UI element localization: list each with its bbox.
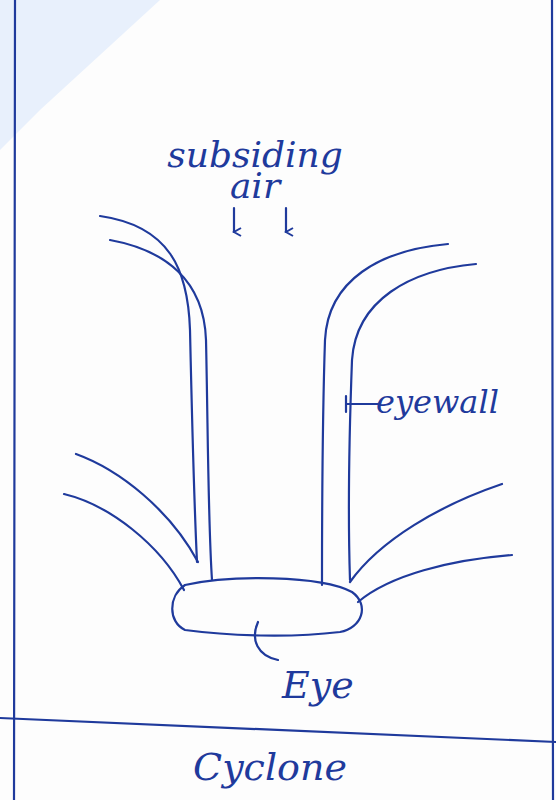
flow-label: subsiding air	[150, 140, 360, 201]
watermark	[0, 0, 160, 150]
eyewall-line	[110, 240, 212, 580]
part-label: eyewall	[376, 386, 556, 418]
inflow-line	[64, 494, 184, 590]
caption: Cyclone	[130, 748, 410, 786]
subsiding-arrow	[233, 208, 235, 232]
eye-leader	[255, 622, 278, 660]
eye-ellipse	[172, 578, 362, 635]
frame-left	[14, 0, 15, 800]
eyewall-line	[349, 264, 476, 580]
inflow-line	[76, 454, 198, 562]
inflow-line	[350, 484, 502, 582]
inflow-line	[358, 555, 512, 602]
eyewall-line	[100, 216, 197, 562]
subsiding-arrow	[285, 208, 287, 232]
caption-divider	[0, 718, 556, 742]
eyewall-leader	[346, 396, 378, 412]
part-label: Eye	[282, 666, 402, 704]
frame-right	[552, 0, 553, 800]
